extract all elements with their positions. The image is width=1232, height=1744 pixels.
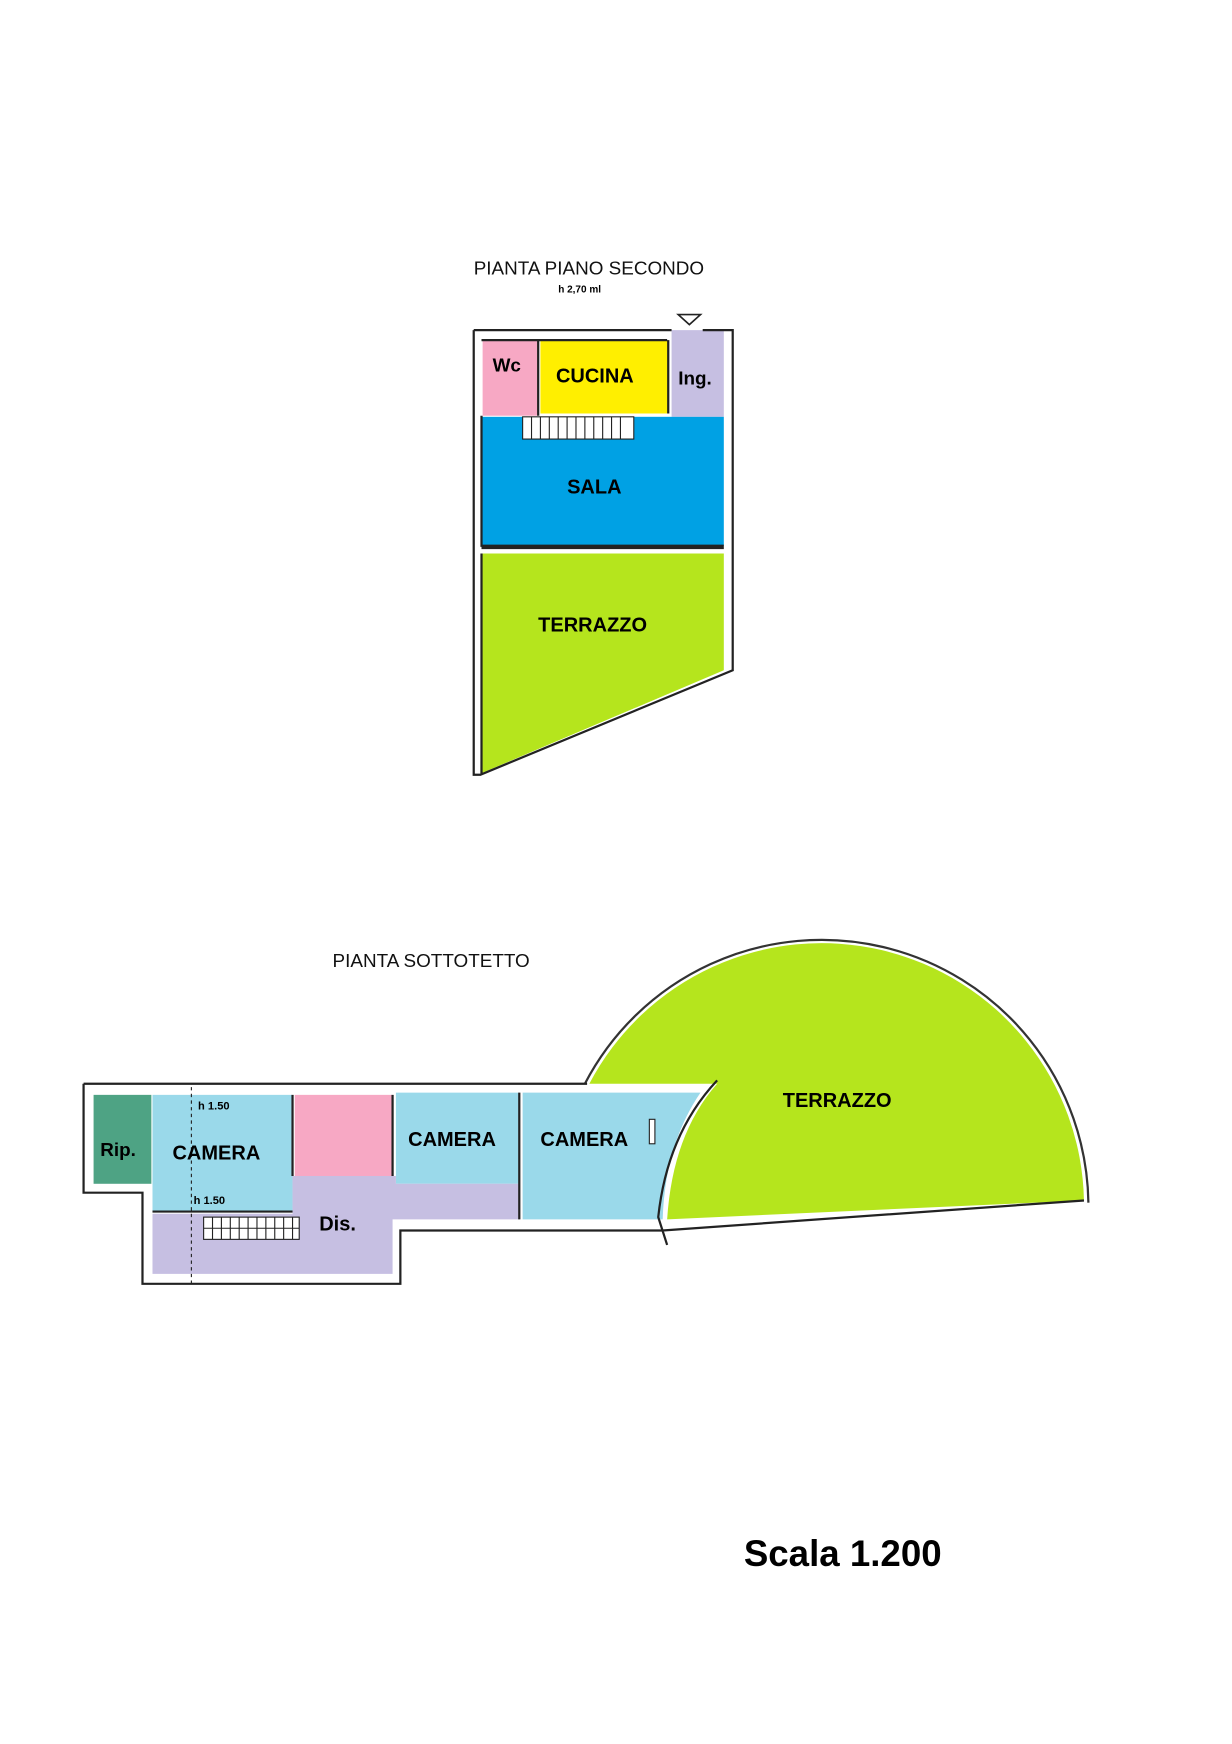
floor2-plan: PIANTA PIANO SECONDO h 2,70 ml Wc CUCINA… — [472, 259, 734, 776]
attic-staircase — [203, 1216, 300, 1240]
room-terrazzo-attic — [589, 943, 1084, 1220]
label-disimpegno: Dis. — [319, 1213, 356, 1235]
room-cucina — [540, 340, 669, 414]
label-ingresso: Ing. — [678, 369, 712, 390]
attic-walls — [82, 1079, 1085, 1285]
label-camera-3: CAMERA — [540, 1129, 628, 1151]
room-disimpegno — [152, 1176, 520, 1274]
label-terrazzo: TERRAZZO — [538, 614, 647, 636]
entrance-arrow-icon — [676, 313, 703, 326]
room-bagno — [294, 1094, 393, 1177]
height-note-2: h 1.50 — [194, 1195, 225, 1207]
room-ripostiglio — [93, 1094, 152, 1184]
label-ripostiglio: Rip. — [100, 1140, 136, 1161]
height-note-1: h 1.50 — [198, 1100, 230, 1112]
attic-plan: PIANTA SOTTOTETTO h 1.50 h 1.50 Rip. CAM… — [82, 938, 1090, 1285]
room-camera-2 — [395, 1092, 520, 1184]
scale-label: Scala 1.200 — [744, 1533, 942, 1574]
label-cucina: CUCINA — [556, 365, 634, 387]
label-sala: SALA — [567, 477, 621, 499]
room-terrazzo — [480, 553, 724, 774]
label-wc: Wc — [493, 355, 521, 376]
room-wc — [482, 340, 539, 416]
room-ingresso — [671, 330, 724, 417]
floor2-title: PIANTA PIANO SECONDO — [474, 259, 704, 280]
label-terrazzo-attic: TERRAZZO — [783, 1090, 892, 1112]
floor2-height-note: h 2,70 ml — [558, 284, 601, 295]
label-camera-2: CAMERA — [408, 1129, 496, 1151]
floor2-walls — [472, 329, 734, 776]
room-camera-1 — [152, 1094, 293, 1212]
staircase — [522, 416, 635, 440]
room-camera-3 — [522, 1092, 701, 1220]
label-camera-1: CAMERA — [172, 1142, 260, 1164]
attic-title: PIANTA SOTTOTETTO — [333, 951, 530, 972]
